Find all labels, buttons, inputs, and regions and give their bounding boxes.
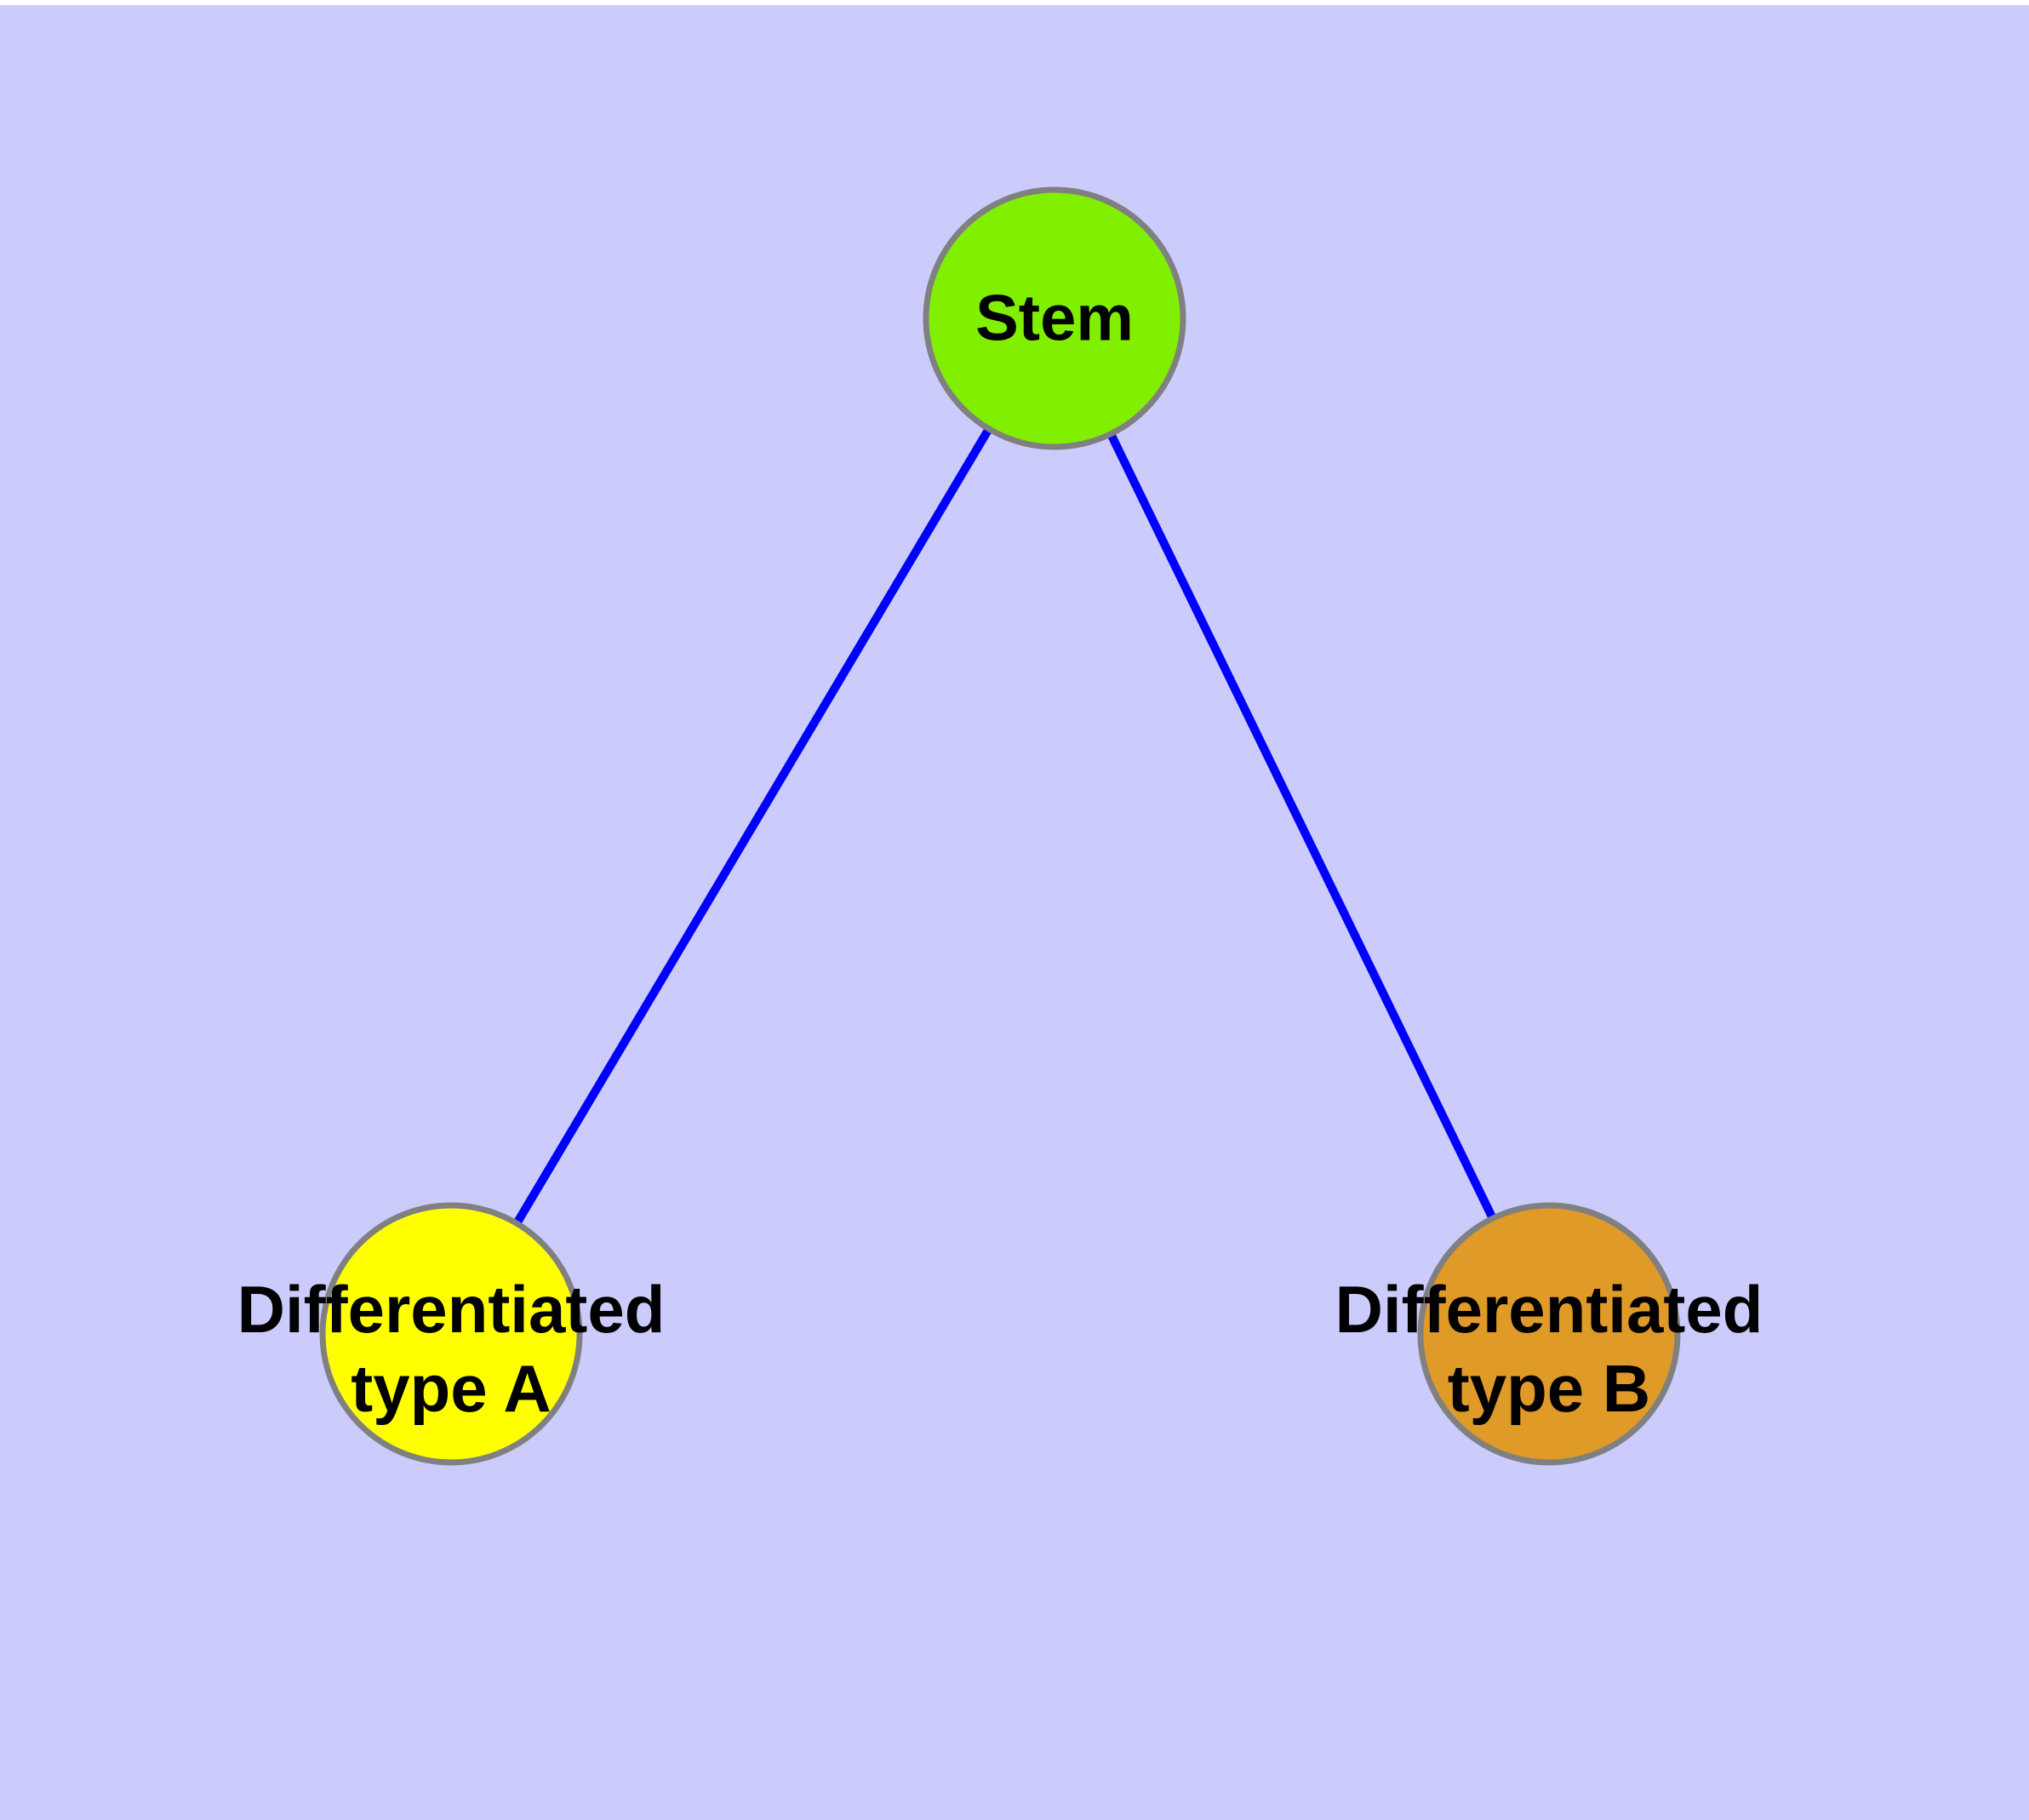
edge-stem-to-differentiated-type-b[interactable] bbox=[1050, 316, 1553, 1336]
diagram-plot-area: Stem Differentiated type A Differentiate… bbox=[0, 5, 2029, 1820]
node-stem-label: Stem bbox=[975, 283, 1134, 355]
node-differentiated-type-b-label-line1: Differentiated bbox=[1335, 1272, 1763, 1347]
node-stem-circle[interactable] bbox=[923, 186, 1186, 450]
node-differentiated-type-a-label-line1: Differentiated bbox=[237, 1272, 666, 1347]
edge-layer bbox=[447, 316, 1553, 1336]
node-differentiated-type-b-circle[interactable] bbox=[1417, 1202, 1681, 1466]
graph-svg: Stem Differentiated type A Differentiate… bbox=[237, 186, 1763, 1466]
node-differentiated-type-a-circle[interactable] bbox=[319, 1202, 583, 1466]
node-differentiated-type-a-label-line2: type A bbox=[351, 1351, 552, 1426]
node-stem[interactable]: Stem bbox=[923, 186, 1186, 450]
node-differentiated-type-b[interactable]: Differentiated type B bbox=[1335, 1202, 1763, 1466]
node-layer: Stem Differentiated type A Differentiate… bbox=[237, 186, 1763, 1466]
node-differentiated-type-a[interactable]: Differentiated type A bbox=[237, 1202, 666, 1466]
node-differentiated-type-b-label-line2: type B bbox=[1448, 1351, 1650, 1426]
edge-stem-to-differentiated-type-a[interactable] bbox=[447, 316, 1059, 1336]
